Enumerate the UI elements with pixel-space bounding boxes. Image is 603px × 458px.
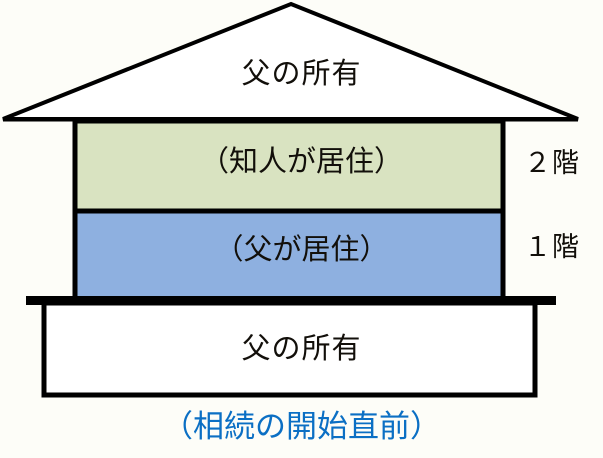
floor2-side-label: ２階: [524, 148, 580, 178]
roof-ownership-label: 父の所有: [241, 58, 362, 90]
floor2-occupant-label: （知人が居住）: [199, 146, 403, 178]
floor1-occupant-label: （父が居住）: [214, 234, 389, 266]
diagram-caption: （相続の開始直前）: [162, 409, 441, 444]
floor1-side-label: １階: [524, 232, 580, 262]
foundation-ownership-label: 父の所有: [241, 333, 362, 365]
floor2-box: [72, 118, 506, 214]
floor1-box: [72, 208, 506, 302]
foundation-box: [41, 300, 538, 398]
